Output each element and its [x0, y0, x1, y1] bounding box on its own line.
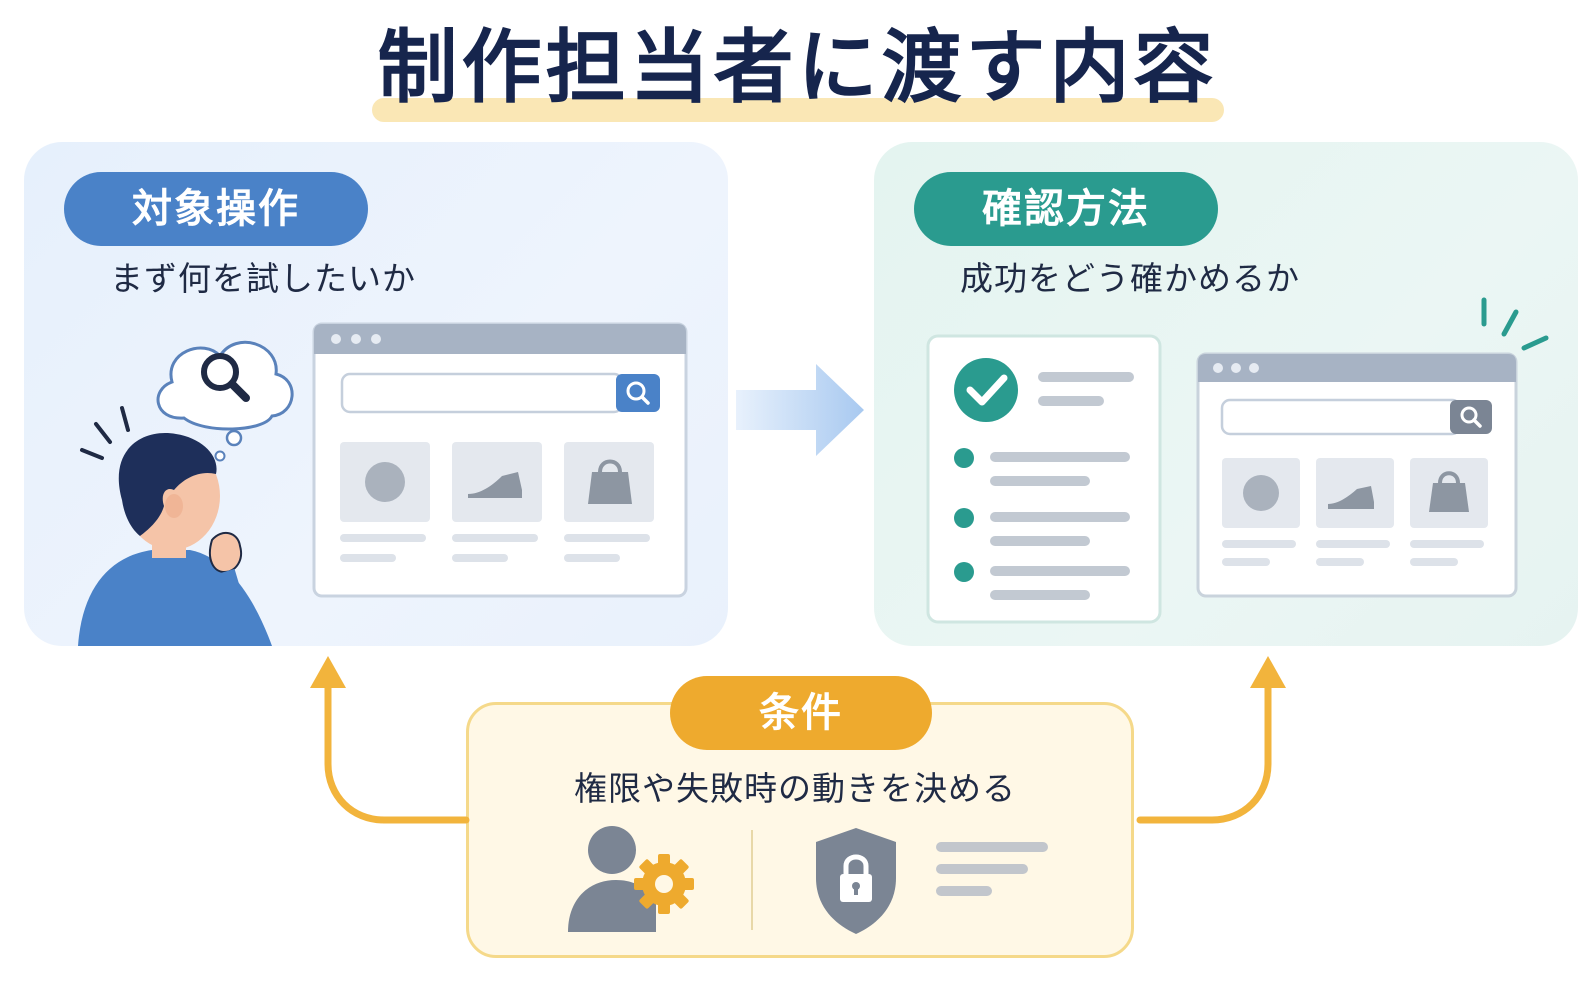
- condition-arrows: [310, 656, 1286, 824]
- verification-method-pill: 確認方法: [914, 172, 1218, 246]
- search-button-left: [616, 374, 660, 412]
- product-page-mockup-right: [1196, 352, 1518, 598]
- condition-icons: [568, 826, 1048, 934]
- bag-icon: [588, 472, 632, 504]
- title-container: 制作担当者に渡す内容: [0, 18, 1595, 118]
- shoe-icon: [1328, 486, 1374, 509]
- user-gear-icon: [568, 826, 694, 932]
- verification-method-subtitle: 成功をどう確かめるか: [960, 259, 1300, 298]
- bag-icon: [1429, 483, 1469, 512]
- condition-subtitle: 権限や失敗時の動きを決める: [574, 769, 1016, 808]
- search-button-right: [1450, 400, 1492, 434]
- thinking-person-illustration: [78, 340, 294, 646]
- check-icon: [954, 358, 1018, 422]
- checklist-card: [926, 334, 1162, 624]
- title-underline: [372, 98, 1224, 122]
- target-operation-pill: 対象操作: [64, 172, 368, 246]
- search-icon: [626, 381, 650, 405]
- search-icon: [201, 353, 250, 402]
- arrow-up-left: [310, 656, 346, 688]
- success-sparkle: [1481, 297, 1549, 351]
- page-title: 制作担当者に渡す内容: [377, 21, 1218, 114]
- thinking-marks: [80, 406, 130, 460]
- product-page-mockup-left: [312, 322, 688, 598]
- target-operation-subtitle: まず何を試したいか: [110, 259, 416, 298]
- flow-arrow: [736, 364, 864, 456]
- shoe-icon: [468, 472, 522, 498]
- search-icon: [1460, 406, 1482, 428]
- condition-pill: 条件: [670, 676, 932, 750]
- shield-lock-icon: [816, 828, 896, 934]
- arrow-up-right: [1250, 656, 1286, 688]
